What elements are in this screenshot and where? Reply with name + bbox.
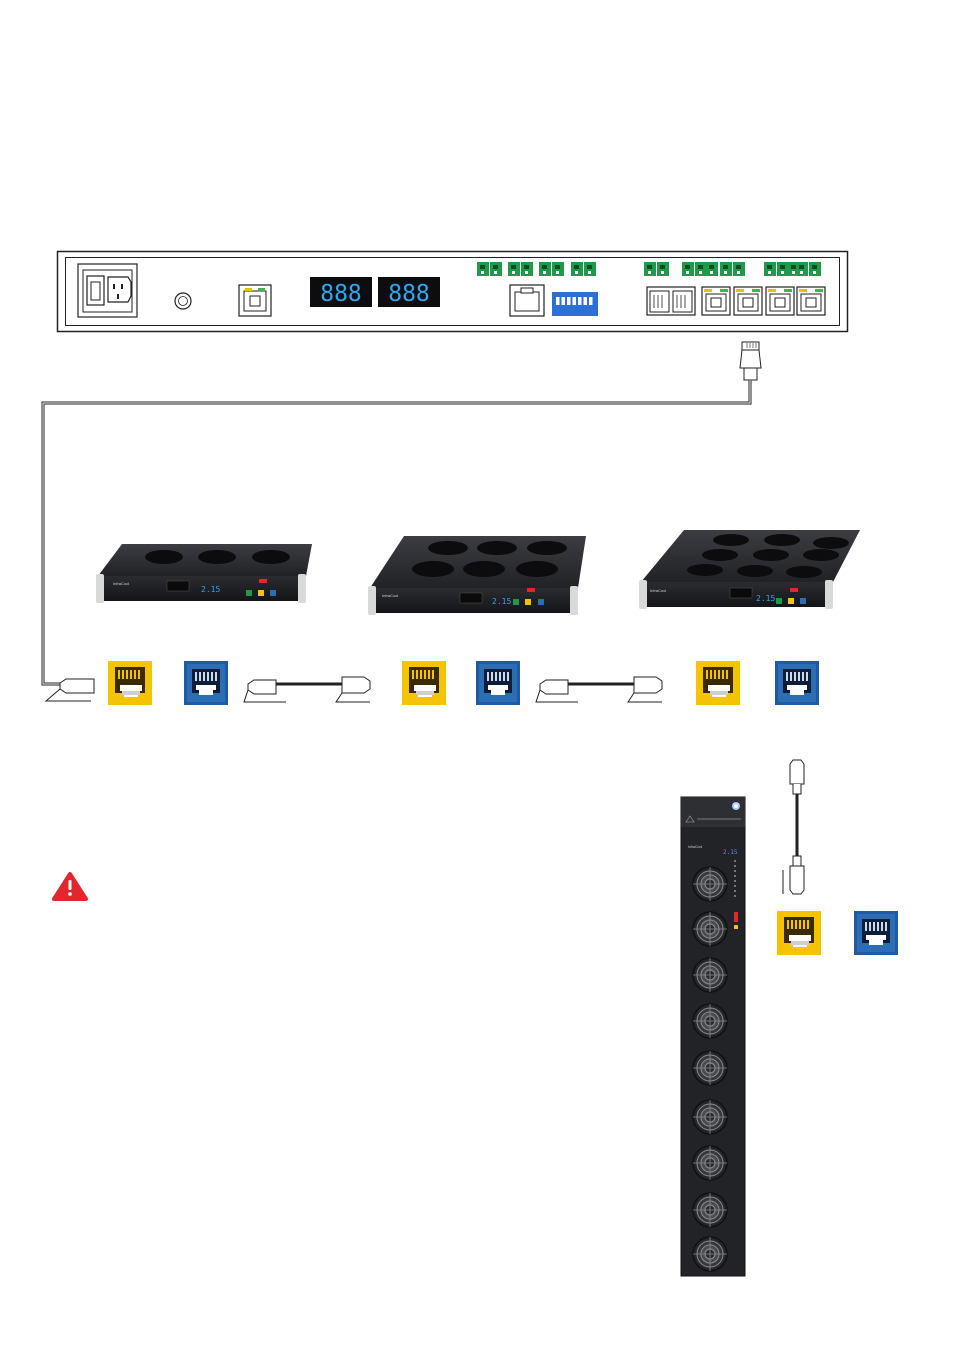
rj45-jack-icon[interactable] (476, 661, 520, 705)
controller-rear-panel: 888 888 (58, 252, 848, 332)
display-right: 888 (378, 277, 440, 307)
dip-switch[interactable] (552, 292, 598, 316)
display-right-value: 888 (388, 281, 430, 307)
fan-unit-1-temp: 2.15 (201, 585, 220, 594)
fan-icon (693, 867, 727, 1271)
rj45-jack-icon[interactable] (854, 911, 898, 955)
rj45-plug-icon (740, 342, 761, 380)
tower-fan-unit: InfraCool 2.15 (681, 797, 745, 1276)
dual-port[interactable] (647, 287, 695, 315)
patch-cable-2 (536, 677, 662, 702)
reset-button[interactable] (175, 293, 191, 309)
fan-unit-1-brand: InfraCool (113, 581, 129, 586)
rj45-jack-icon[interactable] (775, 661, 819, 705)
rj45-jack-icon[interactable] (184, 661, 228, 705)
display-left-value: 888 (320, 281, 362, 307)
warning-icon (54, 874, 86, 899)
fan-unit-2: InfraCool 2.15 (368, 536, 586, 615)
rj45-plug-icon (46, 679, 94, 701)
fan-unit-3: InfraCool 2.15 (639, 530, 860, 609)
tower-unit-brand: InfraCool (688, 845, 702, 849)
patch-cable-1 (244, 677, 370, 702)
rj45-jack-icon[interactable] (777, 911, 821, 955)
display-left: 888 (310, 277, 372, 307)
bus-cable (43, 380, 750, 684)
tower-unit-temp: 2.15 (723, 849, 738, 856)
rj45-jack-icon[interactable] (402, 661, 446, 705)
power-inlet-icon (78, 264, 137, 317)
config-port[interactable] (510, 285, 544, 316)
fan-unit-3-temp: 2.15 (756, 594, 775, 603)
tower-patch-cable (783, 760, 804, 894)
fan-unit-2-brand: InfraCool (382, 593, 398, 598)
rj45-jack-icon[interactable] (696, 661, 740, 705)
fan-unit-2-temp: 2.15 (492, 597, 511, 606)
fan-unit-1: InfraCool 2.15 (96, 544, 312, 603)
lan-port[interactable] (239, 285, 271, 316)
rj45-jack-icon[interactable] (108, 661, 152, 705)
jack-row (46, 661, 819, 705)
fan-unit-3-brand: InfraCool (650, 588, 666, 593)
